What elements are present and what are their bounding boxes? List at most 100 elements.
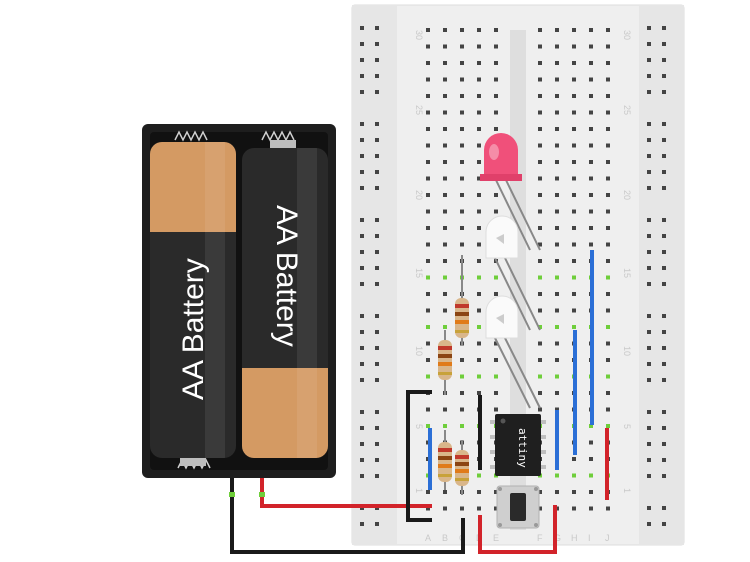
column-letter: J xyxy=(605,533,610,543)
breadboard-hole xyxy=(443,127,447,131)
breadboard-hole xyxy=(426,275,430,280)
breadboard-hole xyxy=(606,292,610,296)
breadboard-hole xyxy=(494,391,498,395)
row-number: 5 xyxy=(622,424,632,429)
breadboard-hole xyxy=(647,250,651,254)
breadboard-hole xyxy=(662,410,666,414)
breadboard-hole xyxy=(606,259,610,263)
battery-pack: AA Battery AA Battery xyxy=(142,124,336,478)
breadboard-hole xyxy=(662,234,666,238)
breadboard-hole xyxy=(426,209,430,214)
breadboard-hole xyxy=(662,474,666,478)
breadboard-hole xyxy=(494,275,498,280)
breadboard-hole xyxy=(589,490,593,494)
breadboard-hole xyxy=(360,234,364,238)
breadboard-hole xyxy=(589,457,593,461)
breadboard-hole xyxy=(360,170,364,174)
breadboard-hole xyxy=(375,250,379,254)
breadboard-hole xyxy=(360,122,364,126)
battery-leads xyxy=(229,478,465,554)
breadboard-hole xyxy=(572,193,576,197)
breadboard-hole xyxy=(360,522,364,526)
breadboard-hole xyxy=(375,122,379,126)
breadboard-hole xyxy=(555,77,559,82)
breadboard-hole xyxy=(538,490,542,494)
breadboard-hole xyxy=(589,424,593,428)
breadboard-hole xyxy=(647,442,651,446)
breadboard-hole xyxy=(426,308,430,313)
breadboard-hole xyxy=(538,94,542,98)
breadboard-hole xyxy=(662,186,666,190)
breadboard-hole xyxy=(606,176,610,181)
breadboard-hole xyxy=(494,209,498,214)
breadboard-hole xyxy=(647,154,651,158)
breadboard-hole xyxy=(589,110,593,115)
breadboard-hole xyxy=(662,362,666,366)
breadboard-hole xyxy=(589,506,593,511)
breadboard-hole xyxy=(589,160,593,164)
breadboard-hole xyxy=(460,391,464,395)
breadboard-hole xyxy=(426,176,430,181)
row-number: 1 xyxy=(414,488,424,493)
breadboard-hole xyxy=(572,308,576,313)
breadboard-hole xyxy=(647,26,651,30)
breadboard-hole xyxy=(555,473,559,478)
breadboard-hole xyxy=(662,506,666,510)
breadboard-hole xyxy=(606,61,610,65)
led-red xyxy=(480,133,541,251)
breadboard-hole xyxy=(589,127,593,131)
breadboard-hole xyxy=(477,44,481,49)
breadboard-hole xyxy=(662,282,666,286)
column-letter: H xyxy=(571,533,578,543)
breadboard-hole xyxy=(443,77,447,82)
breadboard-hole xyxy=(572,176,576,181)
breadboard-hole xyxy=(494,127,498,131)
breadboard-hole xyxy=(647,266,651,270)
breadboard-hole xyxy=(477,341,481,346)
column-letter: E xyxy=(493,533,499,543)
breadboard-hole xyxy=(606,143,610,148)
breadboard-hole xyxy=(443,44,447,49)
breadboard-hole xyxy=(555,275,559,280)
breadboard-hole xyxy=(606,160,610,164)
breadboard-hole xyxy=(426,44,430,49)
breadboard-hole xyxy=(662,58,666,62)
breadboard-hole xyxy=(572,473,576,478)
breadboard-hole xyxy=(572,506,576,511)
breadboard-hole xyxy=(443,259,447,263)
breadboard-hole xyxy=(494,341,498,346)
push-button[interactable] xyxy=(496,485,540,529)
breadboard-hole xyxy=(555,209,559,214)
breadboard-hole xyxy=(662,122,666,126)
breadboard-hole xyxy=(375,458,379,462)
breadboard-hole xyxy=(555,44,559,49)
breadboard-hole xyxy=(606,193,610,197)
breadboard-hole xyxy=(572,209,576,214)
breadboard-hole xyxy=(662,170,666,174)
breadboard-hole xyxy=(460,61,464,65)
breadboard-hole xyxy=(662,330,666,334)
breadboard-hole xyxy=(538,176,542,181)
breadboard-hole xyxy=(426,143,430,148)
breadboard-hole xyxy=(572,28,576,32)
breadboard-hole xyxy=(360,314,364,318)
breadboard-hole xyxy=(426,226,430,230)
leds xyxy=(480,133,541,409)
breadboard-hole xyxy=(572,242,576,247)
breadboard-hole xyxy=(538,160,542,164)
breadboard-hole xyxy=(477,275,481,280)
breadboard-hole xyxy=(647,90,651,94)
breadboard-hole xyxy=(426,193,430,197)
breadboard-hole xyxy=(555,490,559,494)
breadboard-hole xyxy=(426,424,430,428)
breadboard-hole xyxy=(662,346,666,350)
breadboard-hole xyxy=(426,259,430,263)
breadboard-hole xyxy=(460,407,464,412)
breadboard-hole xyxy=(460,176,464,181)
breadboard-hole xyxy=(375,42,379,46)
breadboard-hole xyxy=(555,160,559,164)
breadboard-hole xyxy=(443,143,447,148)
breadboard-hole xyxy=(477,374,481,379)
